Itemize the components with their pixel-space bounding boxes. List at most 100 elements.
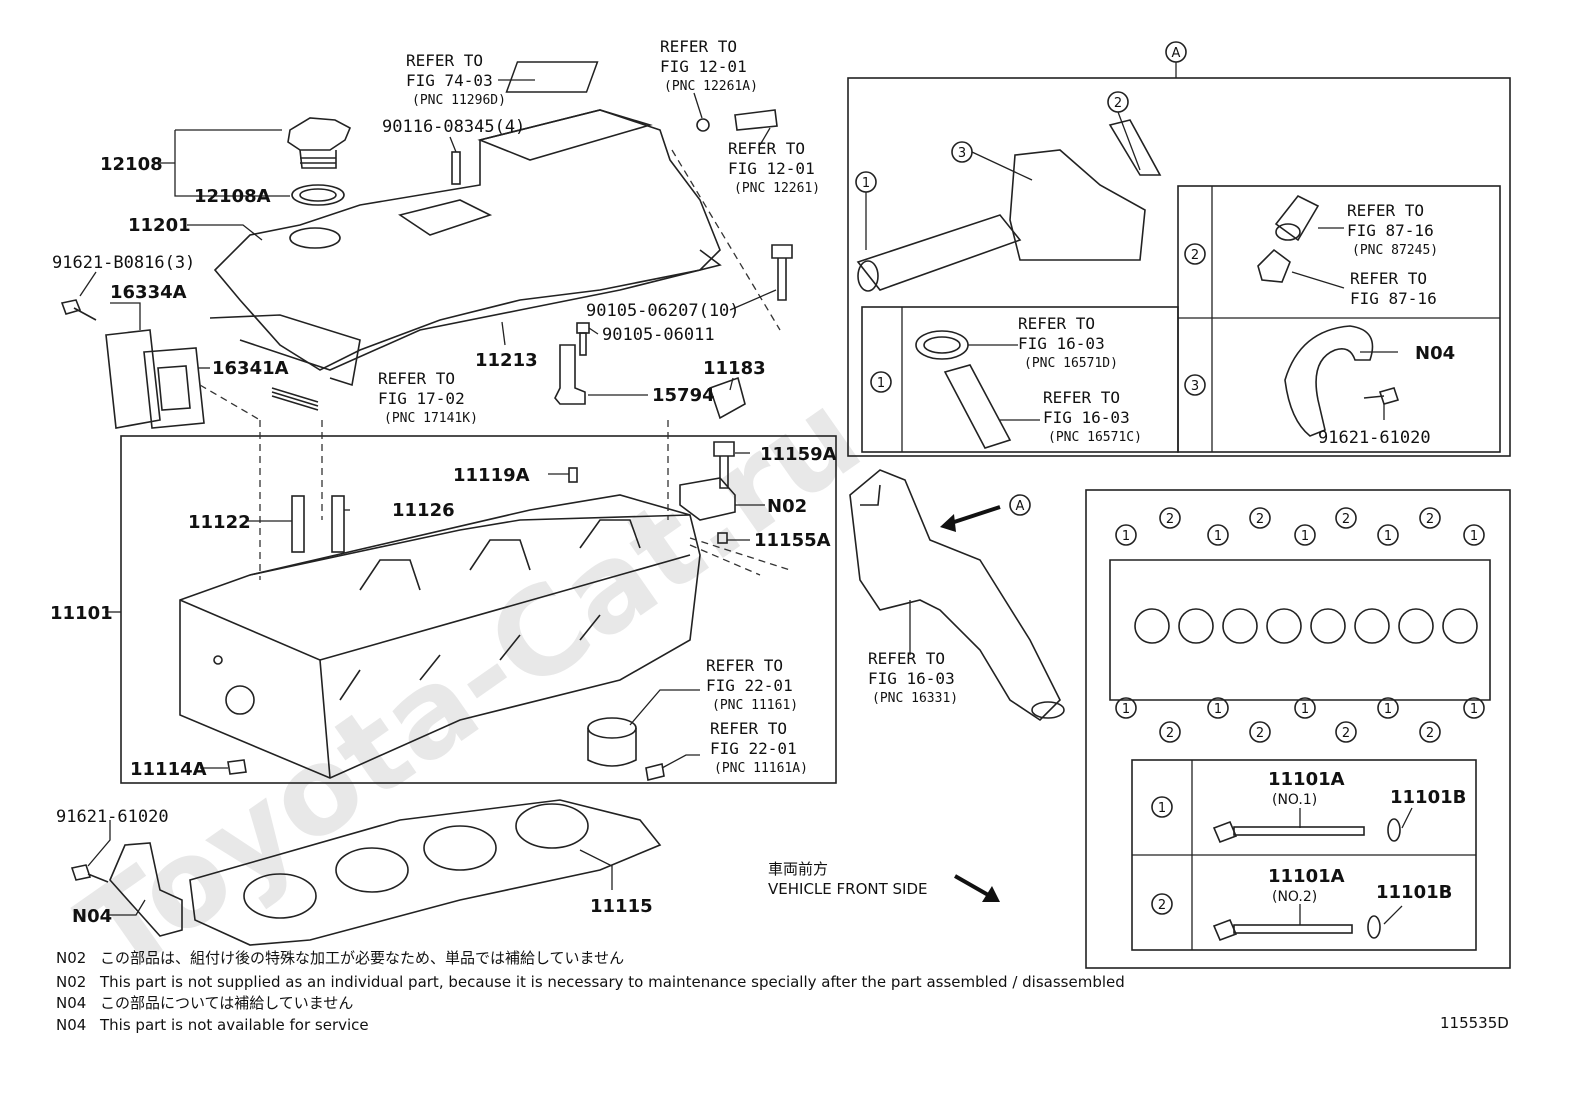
bolt-position-bottom-3-circle — [1207, 697, 1229, 719]
refer-fig-74-03[interactable]: REFER TO FIG 74-03 (PNC 11296D) — [406, 51, 506, 108]
note-code-2: N02 — [56, 973, 86, 991]
refer-fig-87-16-b[interactable]: REFER TO FIG 87-16 — [1350, 269, 1437, 308]
camshaft-position-sensor[interactable] — [554, 344, 586, 405]
ventilation-hose[interactable] — [734, 109, 778, 131]
vacuum-pump-cover-plate[interactable] — [505, 61, 599, 93]
vacuum-hose-end[interactable] — [1274, 194, 1320, 242]
refer-fig-17-02[interactable]: REFER TO FIG 17-02 (PNC 17141K) — [378, 369, 478, 426]
svg-text:FIG 87-16: FIG 87-16 — [1347, 221, 1434, 240]
cover-bolt[interactable] — [771, 244, 793, 301]
refer-fig-12-01[interactable]: REFER TO FIG 12-01 (PNC 12261) — [728, 139, 820, 196]
note-code-4: N04 — [56, 1016, 86, 1034]
refer-fig-87-16-a[interactable]: REFER TO FIG 87-16 (PNC 87245) — [1347, 201, 1438, 258]
valve-guide-intake[interactable] — [291, 495, 305, 553]
label-11101a-no1: 11101A — [1268, 769, 1345, 790]
label-11101a-no2-sub: (NO.2) — [1272, 889, 1317, 905]
cylinder-head-cover[interactable] — [209, 109, 721, 387]
svg-text:3: 3 — [958, 146, 966, 161]
svg-text:REFER TO: REFER TO — [710, 719, 787, 738]
detail-a-water-pipe[interactable] — [856, 119, 1162, 292]
svg-text:FIG 12-01: FIG 12-01 — [660, 57, 747, 76]
refer-fig-16-03[interactable]: REFER TO FIG 16-03 (PNC 16331) — [868, 649, 958, 706]
diagram-id: 115535D — [1440, 1014, 1509, 1032]
front-arrow-head-icon — [982, 886, 1000, 902]
svg-text:(PNC 17141K): (PNC 17141K) — [384, 411, 478, 426]
plug-11114a[interactable] — [227, 759, 247, 775]
bolt-position-bottom-6-circle — [1335, 721, 1357, 743]
head-bolt-no2[interactable] — [1212, 918, 1353, 942]
vehicle-front-jp: 車両前方 — [768, 860, 828, 878]
footnotes: N02 この部品は、組付け後の特殊な加工が必要なため、単品では補給していません … — [56, 949, 1125, 1034]
bolt-position-bottom-8-label: 2 — [1426, 726, 1434, 741]
oil-cap-gasket[interactable] — [291, 184, 345, 206]
note-text-3: この部品については補給していません — [100, 994, 353, 1012]
refer-fig-22-01-b[interactable]: REFER TO FIG 22-01 (PNC 11161A) — [710, 719, 808, 776]
bolt-position-bottom-2-circle — [1159, 721, 1181, 743]
n04-bracket-left[interactable] — [109, 842, 183, 937]
small-plug[interactable] — [645, 763, 665, 781]
bolt-position-top-6-label: 2 — [1342, 512, 1350, 527]
egr-bolt[interactable] — [60, 299, 97, 321]
bolt-position-bottom-7-circle — [1377, 697, 1399, 719]
bolt-position-top-5-label: 1 — [1301, 529, 1309, 544]
label-n04-right: N04 — [1415, 343, 1455, 364]
bolt-position-bottom-1-circle — [1115, 697, 1137, 719]
svg-text:FIG 74-03: FIG 74-03 — [406, 71, 493, 90]
label-11126: 11126 — [392, 500, 455, 521]
label-11119a: 11119A — [453, 465, 530, 486]
svg-text:FIG 12-01: FIG 12-01 — [728, 159, 815, 178]
bolt-position-top-8-label: 2 — [1426, 512, 1434, 527]
cup-plug[interactable] — [587, 717, 637, 767]
bearing-cap-bolt[interactable] — [713, 441, 735, 489]
refer-fig-22-01-a[interactable]: REFER TO FIG 22-01 (PNC 11161) — [706, 656, 798, 713]
water-hose-1[interactable] — [943, 364, 1012, 449]
svg-text:2: 2 — [1114, 96, 1122, 111]
bolt-position-top-6-circle — [1335, 507, 1357, 529]
hose-clip[interactable] — [696, 118, 710, 132]
label-11122: 11122 — [188, 512, 251, 533]
valve-guide-exhaust[interactable] — [331, 495, 345, 553]
bolt-position-bottom-3-label: 1 — [1214, 702, 1222, 717]
label-90105-06011: 90105-06011 — [602, 325, 715, 345]
camshaft-bearing-cap-seal[interactable] — [708, 376, 746, 420]
cover-gasket[interactable] — [239, 249, 722, 371]
head-bolt-no1[interactable] — [1212, 820, 1365, 844]
egr-gasket[interactable] — [143, 347, 205, 429]
head-bolt-layout — [1109, 559, 1491, 701]
label-91621-b0816: 91621-B0816(3) — [52, 253, 195, 273]
exhaust-stud[interactable] — [271, 387, 319, 411]
label-15794: 15794 — [652, 385, 715, 406]
hose-clamp-1[interactable] — [915, 330, 969, 360]
bolt-position-bottom-8-circle — [1419, 721, 1441, 743]
svg-text:REFER TO: REFER TO — [660, 37, 737, 56]
head-bolt-washer-1[interactable] — [1387, 818, 1401, 842]
label-n04-left: N04 — [72, 906, 112, 927]
svg-text:REFER TO: REFER TO — [1350, 269, 1427, 288]
refer-fig-16-03-b[interactable]: REFER TO FIG 16-03 (PNC 16571C) — [1043, 388, 1142, 445]
svg-text:REFER TO: REFER TO — [728, 139, 805, 158]
label-16341a: 16341A — [212, 358, 289, 379]
n04-bracket-right[interactable] — [1284, 325, 1374, 437]
head-bolt-washer-2[interactable] — [1367, 915, 1381, 939]
bolt-91621-61020-right[interactable] — [1363, 387, 1400, 405]
callout-a-top-label: A — [1172, 46, 1181, 61]
hose-clip-2[interactable] — [1257, 248, 1291, 283]
svg-text:(PNC 12261): (PNC 12261) — [734, 181, 820, 196]
dowel-pin[interactable] — [568, 467, 578, 483]
knock-pin[interactable] — [717, 532, 728, 544]
n04-bolt-left[interactable] — [70, 864, 109, 883]
cylinder-head[interactable] — [179, 494, 701, 779]
refer-fig-16-03-a[interactable]: REFER TO FIG 16-03 (PNC 16571D) — [1018, 314, 1118, 371]
refer-fig-12-01a[interactable]: REFER TO FIG 12-01 (PNC 12261A) — [660, 37, 758, 94]
bolt-position-top-8-circle — [1419, 507, 1441, 529]
bracket-bolt[interactable] — [576, 322, 590, 356]
oil-filler-cap[interactable] — [287, 117, 352, 169]
label-12108: 12108 — [100, 154, 163, 175]
bolt-position-bottom-6-label: 2 — [1342, 726, 1350, 741]
stud-bolt[interactable] — [451, 151, 461, 185]
water-outlet[interactable] — [849, 469, 1065, 722]
egr-cover-plate[interactable] — [105, 329, 161, 429]
cylinder-head-gasket[interactable] — [189, 799, 662, 946]
